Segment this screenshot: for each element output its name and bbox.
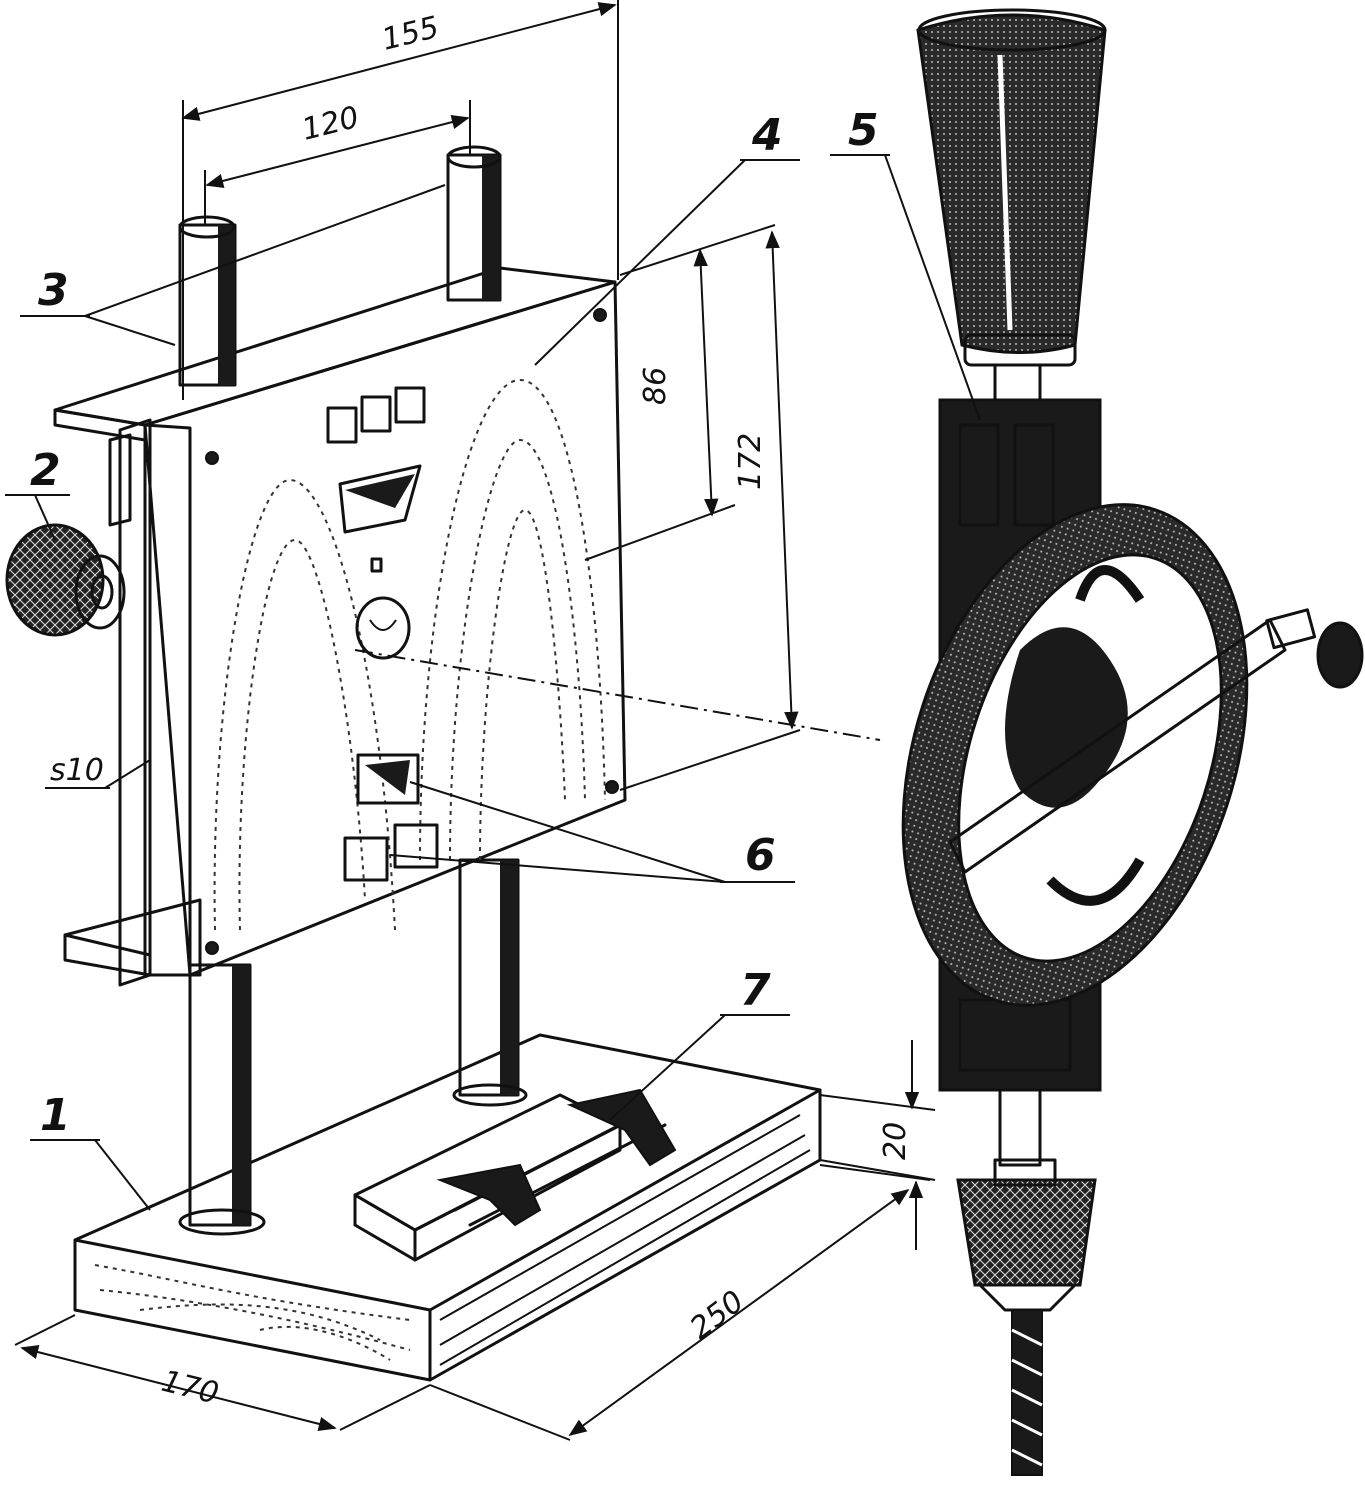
callout-2: 2 <box>5 445 70 541</box>
hand-drill <box>901 8 1364 1476</box>
angle-bracket <box>63 418 202 987</box>
guide-clamps <box>343 753 439 882</box>
callout-7: 7 <box>609 965 790 1121</box>
top-plate <box>53 266 617 442</box>
part-label-2: 2 <box>30 445 61 496</box>
column-front <box>178 963 266 1236</box>
part-label-7: 7 <box>740 965 771 1016</box>
part-label-5: 5 <box>848 105 879 156</box>
part-label-3: 3 <box>38 265 69 316</box>
dim-post-spacing: 120 <box>204 100 471 225</box>
top-clamp-blocks <box>326 386 426 444</box>
callout-3: 3 <box>20 184 446 346</box>
material-label: s10 <box>50 753 104 788</box>
locking-knob <box>5 523 126 637</box>
spindle-axis <box>354 649 881 741</box>
dim-base-width: 170 <box>14 1314 431 1431</box>
dim-base-thickness-label: 20 <box>878 1122 913 1160</box>
dim-full-height: 172 <box>619 230 801 791</box>
part-label-6: 6 <box>745 830 776 881</box>
dim-post-span: 155 <box>181 0 619 400</box>
dim-upper-height-label: 86 <box>638 367 673 405</box>
dim-post-spacing-label: 120 <box>298 100 362 148</box>
part-label-1: 1 <box>40 1090 71 1141</box>
carriage-plate <box>143 280 627 977</box>
machine-vise <box>353 1088 677 1262</box>
callout-material: s10 <box>45 753 151 789</box>
callout-1: 1 <box>30 1090 151 1211</box>
callout-6: 6 <box>389 781 795 883</box>
callout-5: 5 <box>830 105 981 421</box>
callout-4: 4 <box>534 110 800 366</box>
dim-base-thickness: 20 <box>819 1040 936 1250</box>
dim-upper-height: 86 <box>584 224 776 561</box>
dim-base-length-label: 250 <box>684 1284 751 1346</box>
dim-post-span-label: 155 <box>378 10 442 58</box>
part-label-4: 4 <box>751 110 783 161</box>
column-rear <box>452 858 528 1107</box>
column-tops <box>178 145 502 387</box>
dim-full-height-label: 172 <box>733 433 768 490</box>
dim-base-width-label: 170 <box>158 1364 222 1412</box>
